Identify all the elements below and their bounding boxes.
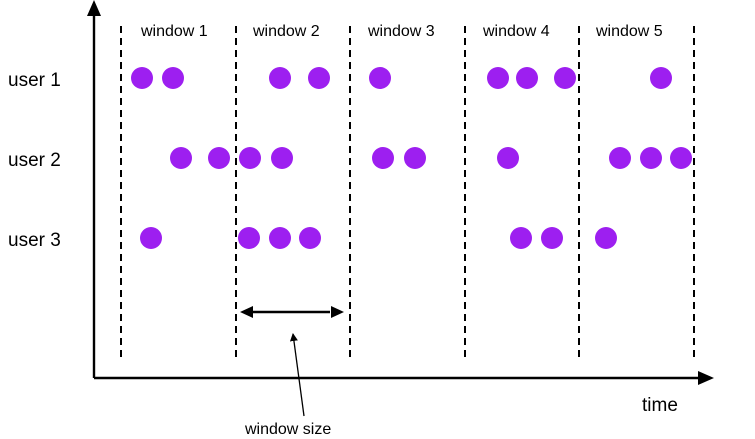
event-dot [308, 67, 330, 89]
event-dot [299, 227, 321, 249]
axes [87, 0, 714, 385]
event-dot [269, 227, 291, 249]
window-labels: window 1 window 2 window 3 window 4 wind… [140, 23, 663, 40]
event-dot [640, 147, 662, 169]
event-dot [595, 227, 617, 249]
event-dots [131, 67, 692, 249]
event-dot [554, 67, 576, 89]
event-dot [404, 147, 426, 169]
window-label-4: window 4 [482, 23, 550, 40]
x-axis-arrowhead [698, 371, 714, 385]
event-dot [487, 67, 509, 89]
window-separators [120, 26, 695, 358]
window-label-1: window 1 [140, 23, 208, 40]
event-dot [670, 147, 692, 169]
time-axis-label: time [642, 395, 678, 416]
user-label-3: user 3 [8, 230, 61, 251]
event-dot [510, 227, 532, 249]
user-label-2: user 2 [8, 150, 61, 171]
window-label-2: window 2 [252, 23, 320, 40]
event-dot [497, 147, 519, 169]
user-label-1: user 1 [8, 70, 61, 91]
event-dot [239, 147, 261, 169]
event-dot [541, 227, 563, 249]
event-dot [208, 147, 230, 169]
window-label-3: window 3 [367, 23, 435, 40]
event-dot [238, 227, 260, 249]
event-dot [162, 67, 184, 89]
event-dot [372, 147, 394, 169]
window-size-pointer [289, 333, 305, 417]
event-dot [131, 67, 153, 89]
window-size-label: window size [244, 421, 331, 438]
user-labels: user 1 user 2 user 3 [8, 70, 61, 251]
event-dot [170, 147, 192, 169]
window-size-annotation: window size [240, 306, 344, 438]
y-axis-arrowhead [87, 0, 101, 16]
event-dot [650, 67, 672, 89]
event-dot [609, 147, 631, 169]
event-dot [369, 67, 391, 89]
event-dot [516, 67, 538, 89]
event-dot [269, 67, 291, 89]
event-dot [140, 227, 162, 249]
event-dot [271, 147, 293, 169]
window-size-arrow-right-head [331, 306, 344, 318]
window-size-arrow-left-head [240, 306, 253, 318]
window-label-5: window 5 [595, 23, 663, 40]
